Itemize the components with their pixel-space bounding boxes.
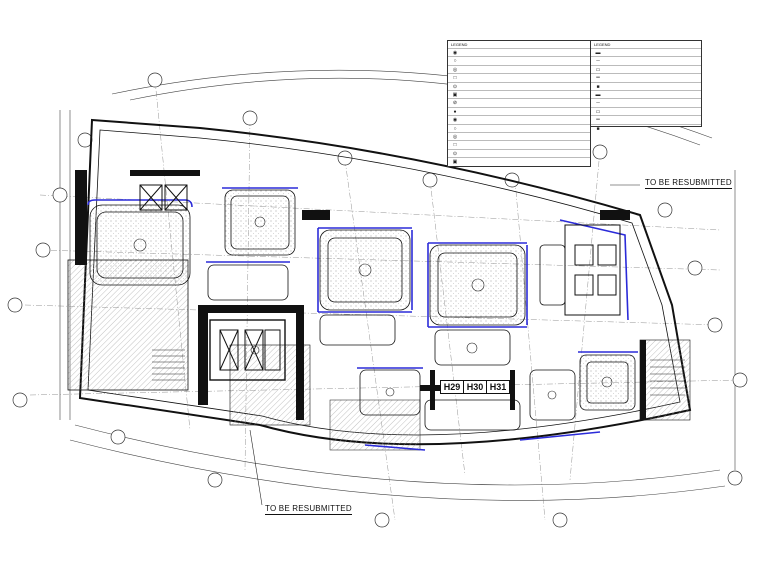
legend-symbol: ●	[453, 108, 457, 115]
legend-symbol: ⊘	[452, 100, 458, 107]
legend-row: ◉	[448, 115, 590, 125]
legend-symbol: ▬	[595, 50, 601, 56]
legend-title: LEGEND	[594, 42, 611, 47]
legend-symbol: ■	[596, 83, 600, 90]
legend-row: □	[448, 73, 590, 83]
legend-row: ◎	[448, 64, 590, 75]
legend-left: LEGEND ◉○◎□⊙▣⊘●◉○◎□⊙▣	[447, 40, 591, 167]
legend-symbol: ─	[596, 100, 600, 107]
legend-row: ■	[591, 81, 701, 92]
legend-row: ═	[591, 115, 701, 125]
legend-row: ▭	[591, 64, 701, 75]
legend-symbol: □	[453, 75, 457, 82]
blue-accents	[87, 187, 638, 451]
resubmit-note: TO BE RESUBMITTED	[265, 504, 352, 515]
legend-symbol: ▣	[452, 92, 458, 98]
legend-title: LEGEND	[451, 42, 468, 47]
legend-symbol: ◉	[452, 117, 458, 124]
legend-row: ▭	[591, 106, 701, 117]
ceiling-zones	[89, 189, 636, 431]
legend-row: ○	[448, 56, 590, 66]
legend-row: ▣	[448, 90, 590, 100]
legend-symbol: ═	[596, 75, 600, 82]
room-tag: H30	[463, 380, 487, 394]
legend-row: ◉	[448, 48, 590, 58]
legend-symbol: ▭	[595, 66, 601, 73]
legend-symbol: ▣	[452, 159, 458, 166]
legend-symbol: ═	[596, 117, 600, 124]
legend-symbol: ◉	[452, 50, 458, 56]
light-fixtures	[133, 216, 613, 400]
legend-symbol: ◎	[452, 134, 458, 140]
legend-row: ═	[591, 73, 701, 83]
legend-symbol: ─	[596, 58, 600, 65]
legend-symbol: ○	[453, 125, 457, 132]
legend-row: ◎	[448, 132, 590, 142]
legend-symbol: ▬	[595, 92, 601, 98]
legend-row: ○	[448, 123, 590, 134]
legend-symbol: ⊙	[452, 83, 458, 90]
legend-row: ▬	[591, 48, 701, 58]
grid-bubbles	[7, 72, 748, 528]
legend-symbol: ⊙	[452, 150, 458, 157]
legend-symbol: ▭	[595, 108, 601, 115]
legend-row: ▣	[448, 157, 590, 167]
legend-row: □	[448, 140, 590, 150]
room-tag: H31	[486, 380, 510, 394]
legend-row: ⊙	[448, 148, 590, 159]
service-cores	[139, 184, 621, 381]
room-tag: H29	[440, 380, 464, 394]
legend-row: ●	[448, 106, 590, 117]
legend-row: ■	[591, 123, 701, 134]
legend-symbol: ◎	[452, 66, 458, 73]
legend-row: ⊙	[448, 81, 590, 92]
stairs	[152, 349, 685, 396]
legend-symbol: ○	[453, 58, 457, 65]
note-leader	[249, 429, 263, 506]
legend-row: ─	[591, 56, 701, 66]
legend-right: LEGEND ▬─▭═■▬─▭═■	[590, 40, 702, 132]
legend-row: ─	[591, 98, 701, 108]
legend-row: ▬	[591, 90, 701, 100]
legend-row: ⊘	[448, 98, 590, 108]
legend-symbol: □	[453, 142, 457, 149]
legend-symbol: ■	[596, 125, 600, 132]
resubmit-note: TO BE RESUBMITTED	[645, 178, 732, 189]
